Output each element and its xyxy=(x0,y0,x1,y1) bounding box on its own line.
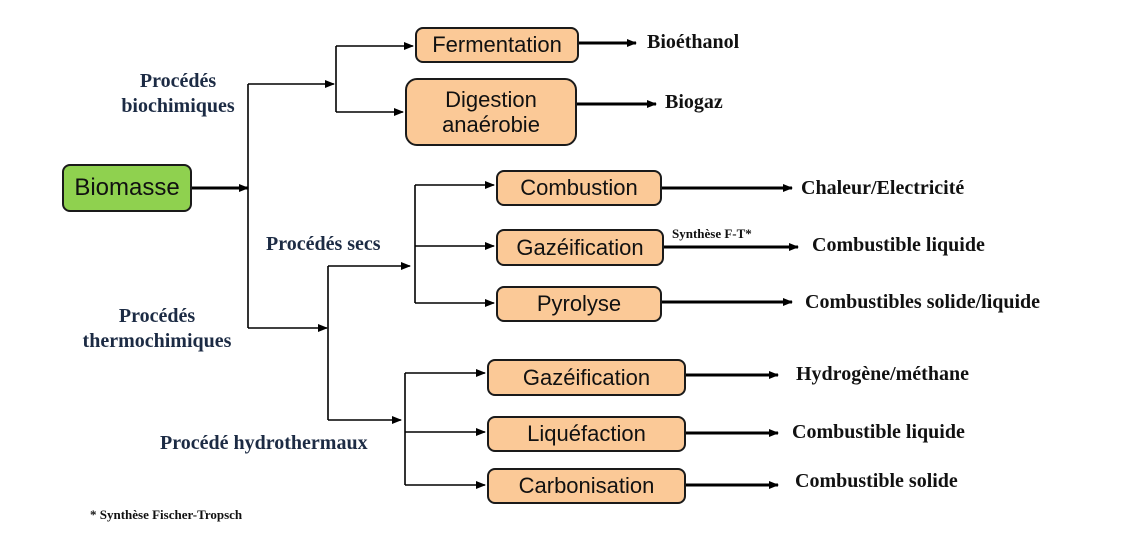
combustible-liquide-product-1: Combustible liquide xyxy=(812,234,985,256)
hydrogene-methane-product: Hydrogène/méthane xyxy=(796,363,969,385)
combustion-label: Combustion xyxy=(520,175,638,201)
liquefaction-label: Liquéfaction xyxy=(527,421,646,447)
footnote: * Synthèse Fischer-Tropsch xyxy=(90,507,243,522)
combustible-liquide-product-2: Combustible liquide xyxy=(792,421,965,443)
digestion-label-line1: Digestion xyxy=(445,86,537,112)
combustion-node: Combustion xyxy=(496,170,662,206)
dry-category-label: Procédés secs xyxy=(266,233,381,255)
biomasse-node: Biomasse xyxy=(62,164,192,212)
fermentation-node: Fermentation xyxy=(415,27,579,63)
combustible-solide-product: Combustible solide xyxy=(795,470,958,492)
combustibles-solide-liquide-product: Combustibles solide/liquide xyxy=(805,291,1041,313)
gazeification-hydro-label: Gazéification xyxy=(522,364,651,390)
ft-synthesis-annotation: Synthèse F-T* xyxy=(672,226,752,241)
biomasse-label: Biomasse xyxy=(74,174,180,202)
gazeification-dry-node: Gazéification xyxy=(496,229,664,266)
digestion-label-line2: anaérobie xyxy=(442,112,540,137)
thermochemical-category-label: Procédés thermochimiques xyxy=(82,305,232,352)
biochemical-category-label: Procédés biochimiques xyxy=(121,70,235,117)
bioethanol-product: Bioéthanol xyxy=(647,31,740,53)
pyrolyse-label: Pyrolyse xyxy=(536,291,622,317)
pyrolyse-node: Pyrolyse xyxy=(496,286,662,322)
hydrothermal-category-label: Procédé hydrothermaux xyxy=(160,432,368,454)
gazeification-hydro-node: Gazéification xyxy=(487,359,686,396)
gazeification-dry-label: Gazéification xyxy=(516,234,644,260)
biogaz-product: Biogaz xyxy=(665,91,723,113)
fermentation-label: Fermentation xyxy=(432,32,562,58)
digestion-anaerobie-node: Digestion anaérobie xyxy=(405,78,577,146)
chaleur-electricite-product: Chaleur/Electricité xyxy=(801,177,965,199)
liquefaction-node: Liquéfaction xyxy=(487,416,686,452)
carbonisation-label: Carbonisation xyxy=(518,473,655,499)
carbonisation-node: Carbonisation xyxy=(487,468,686,504)
